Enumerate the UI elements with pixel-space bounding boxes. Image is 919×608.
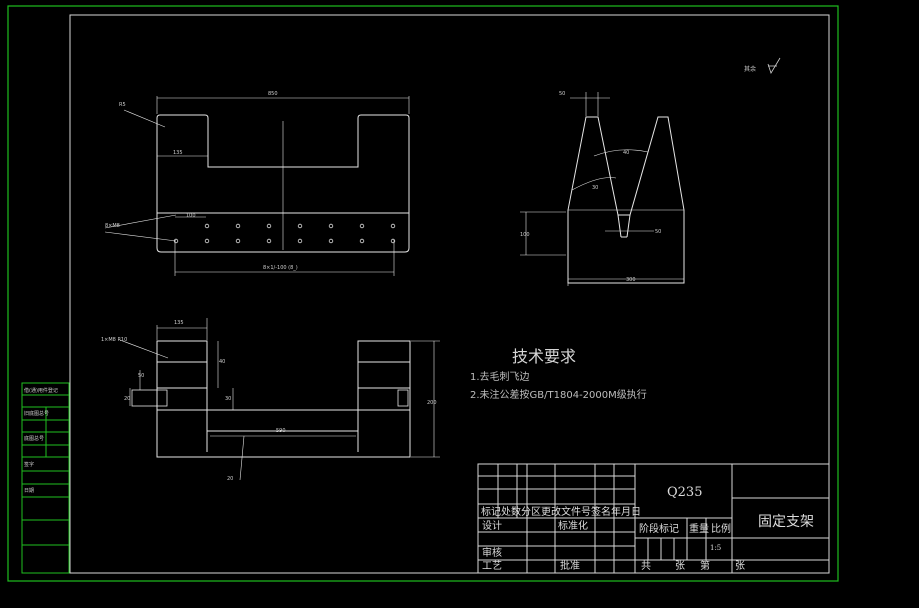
roughness-symbol-icon (767, 57, 781, 74)
dim-top-depth: 135 (173, 150, 183, 156)
dim-front-left-c: 20 (124, 396, 130, 402)
title-checker: 审核 (482, 546, 502, 559)
title-scale-label: 比例 (711, 522, 731, 535)
dim-top-hole-spacing: 100 (186, 213, 196, 219)
dim-side-top-width: 50 (559, 91, 565, 97)
dim-front-inner-span: 590 (276, 428, 286, 434)
dim-side-base-width: 300 (626, 277, 636, 283)
dim-top-radius: R5 (119, 102, 126, 108)
dim-front-left-a: 40 (219, 359, 225, 365)
roughness-label: 其余 (744, 65, 756, 73)
inner-frame (69, 14, 830, 574)
outer-frame (7, 5, 839, 582)
side-table-row-1: 旧底图总号 (24, 410, 49, 417)
title-block (477, 463, 830, 574)
dim-front-total-height: 200 (427, 400, 437, 406)
title-approve: 批准 (560, 559, 580, 572)
title-weight-label: 重量 (689, 522, 709, 535)
top-view-holes (173, 223, 396, 244)
title-sheet-unit: 张 (675, 560, 685, 572)
dim-side-angle-b: 30 (592, 185, 598, 191)
dim-top-width: 850 (268, 91, 278, 97)
side-table-row-2: 底图总号 (24, 435, 44, 442)
side-table-row-0: 借(通)用件登记 (24, 387, 58, 394)
title-part-name: 固定支架 (758, 514, 814, 530)
top-view (104, 96, 410, 276)
side-view (520, 92, 685, 286)
dim-front-top-width: 135 (174, 320, 184, 326)
dim-front-left-b: 50 (138, 373, 144, 379)
side-table-row-3: 签字 (24, 461, 34, 468)
title-process: 工艺 (482, 560, 502, 572)
side-table-row-4: 日期 (24, 488, 34, 494)
dim-side-height: 100 (520, 232, 530, 238)
dim-side-angle-a: 40 (623, 150, 629, 156)
tech-req-title: 技术要求 (512, 347, 577, 366)
tech-req-item-1: 1.去毛刺飞边 (470, 372, 530, 383)
title-sheet-total: 共 (641, 560, 651, 572)
front-view (119, 318, 440, 481)
title-standardize: 标准化 (558, 519, 588, 532)
dim-front-left-d: 30 (225, 396, 231, 402)
title-sheet-no: 第 (700, 559, 710, 572)
title-stage-label: 阶段标记 (639, 522, 679, 535)
title-material: Q235 (667, 485, 702, 500)
title-rev-header: 标记处数分区更改文件号签名年月日 (481, 505, 641, 518)
title-scale-value: 1:5 (710, 544, 721, 552)
title-sheet-unit2: 张 (735, 560, 745, 572)
tech-req-item-2: 2.未注公差按GB/T1804-2000M级执行 (470, 390, 647, 401)
dim-front-bottom: 20 (227, 476, 233, 482)
dim-top-hole-pattern: 8×1/-100 (8_) (263, 265, 298, 271)
dim-top-hole-callout: 8×M8 (105, 223, 120, 229)
title-designer: 设计 (482, 519, 502, 532)
dim-front-hole-callout: 1×M8 R10 (101, 337, 127, 343)
dim-side-bottom-slot: 50 (655, 229, 661, 235)
side-registration-table (21, 382, 70, 574)
